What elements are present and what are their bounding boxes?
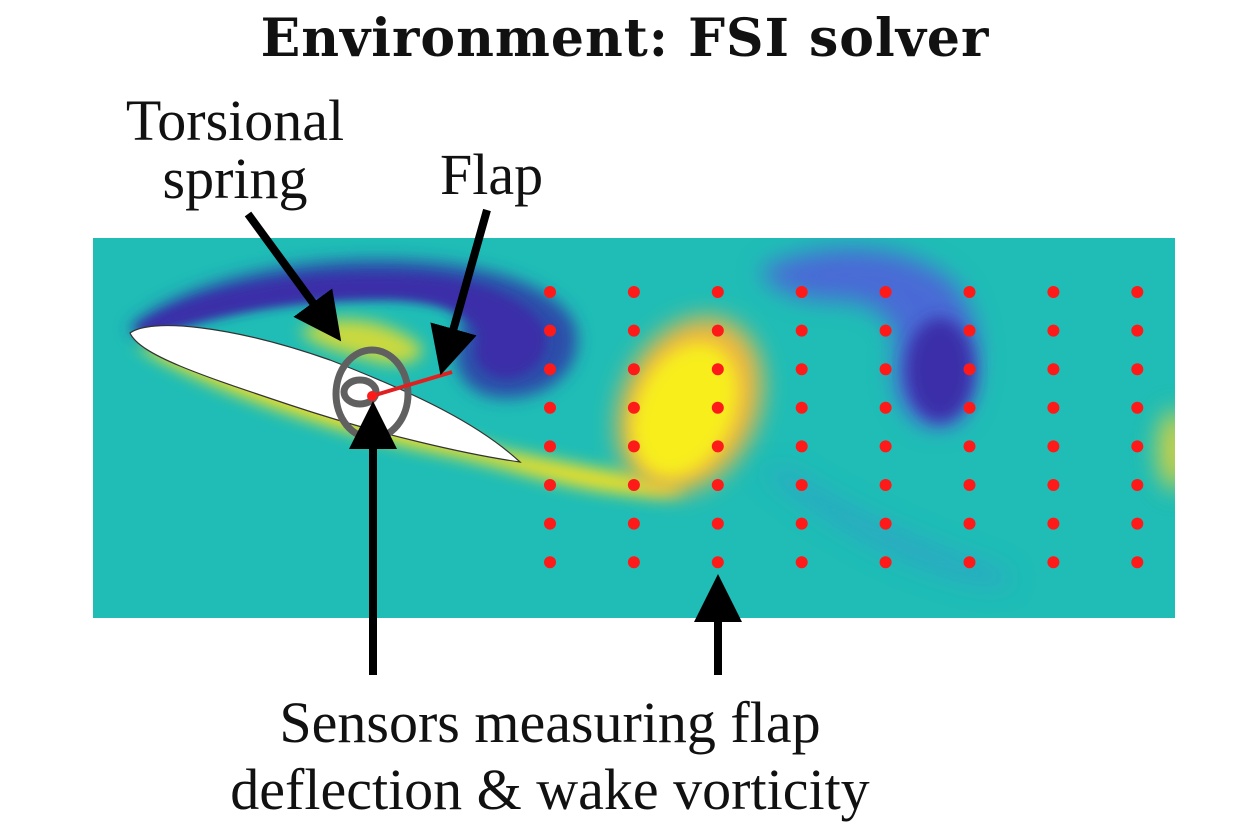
sensor-dot [711, 324, 724, 337]
sensor-dot [711, 440, 724, 453]
sensor-dot [879, 324, 892, 337]
sensor-dot [963, 363, 976, 376]
sensor-dot [963, 556, 976, 569]
sensor-dot [1131, 363, 1144, 376]
sensor-dot [963, 440, 976, 453]
airfoil [129, 324, 522, 463]
sensor-dot [1047, 517, 1060, 530]
sensor-dot [963, 479, 976, 491]
flap-arrow [430, 208, 491, 376]
sensor-dot [1047, 556, 1060, 569]
sensor-dot [1131, 324, 1144, 337]
sensor-dot [879, 517, 892, 530]
sensor-dot [795, 556, 808, 569]
sensor-dot [1131, 440, 1144, 453]
sensor-dot [544, 479, 556, 491]
sensor-dot [879, 363, 892, 376]
sensor-dot [1131, 479, 1144, 491]
sensor-grid [544, 286, 1144, 569]
sensor-dot [711, 363, 724, 376]
sensor-dot [795, 324, 808, 337]
sensor-dot [963, 286, 976, 298]
sensor-dot [963, 517, 976, 530]
sensor-dot [544, 401, 556, 414]
sensor-dot [1047, 401, 1060, 414]
sensor-dot [795, 517, 808, 530]
sensor-dot [711, 517, 724, 530]
sensor-dot [795, 479, 808, 491]
sensor-dot [627, 401, 640, 414]
sensor-dot [627, 324, 640, 337]
sensor-dot [879, 286, 892, 298]
vorticity-field [93, 238, 1175, 618]
sensor-dot [627, 479, 640, 491]
sensor-dot [711, 401, 724, 414]
torsional-label-line2: spring [162, 146, 308, 211]
sensor-dot [879, 401, 892, 414]
sensor-dot [1047, 363, 1060, 376]
sensor-dot [544, 556, 556, 569]
torsional-label-line1: Torsional [125, 88, 345, 153]
sensor-dot [544, 517, 556, 530]
sensor-dot [544, 324, 556, 337]
sensor-dot [627, 556, 640, 569]
sensor-dot [795, 401, 808, 414]
flap-hinge-sensor [367, 391, 377, 401]
sensor-dot [879, 440, 892, 453]
sensor-dot [1047, 286, 1060, 298]
diagram-title: Environment: FSI solver [260, 8, 990, 69]
sensor-dot [1047, 479, 1060, 491]
sensor-dot [711, 286, 724, 298]
sensor-dot [1047, 440, 1060, 453]
sensor-dot [627, 517, 640, 530]
sensor-dot [544, 286, 556, 298]
sensor-dot [1131, 286, 1144, 298]
negative-vortex-1-core [906, 318, 974, 422]
sensor-dot [627, 286, 640, 298]
sensor-dot [963, 401, 976, 414]
positive-vortex-1-core [632, 343, 738, 477]
sensor-dot [1131, 556, 1144, 569]
sensor-dot [711, 479, 724, 491]
sensor-dot [879, 556, 892, 569]
sensor-dot [711, 556, 724, 569]
sensor-dot [1131, 517, 1144, 530]
flap-label: Flap [440, 142, 544, 207]
sensor-dot [795, 440, 808, 453]
sensors-label-line2: deflection & wake vorticity [230, 756, 870, 822]
torsional-spring-label: Torsional spring [90, 92, 380, 208]
upper-shear-core [135, 273, 547, 378]
sensor-dot [795, 363, 808, 376]
sensor-dot [627, 363, 640, 376]
sensor-dot [963, 324, 976, 337]
sensors-label-line1: Sensors measuring flap [279, 690, 821, 755]
sensor-dot [544, 440, 556, 453]
flap-element [371, 370, 453, 398]
sensor-dot [1047, 324, 1060, 337]
sensor-dot [544, 363, 556, 376]
sensor-dot [879, 479, 892, 491]
sensor-dot [627, 440, 640, 453]
sensor-dot [795, 286, 808, 298]
torsional-spring-arrow [244, 211, 342, 342]
sensor-dot [1131, 401, 1144, 414]
sensors-label: Sensors measuring flap deflection & wake… [0, 690, 1100, 823]
